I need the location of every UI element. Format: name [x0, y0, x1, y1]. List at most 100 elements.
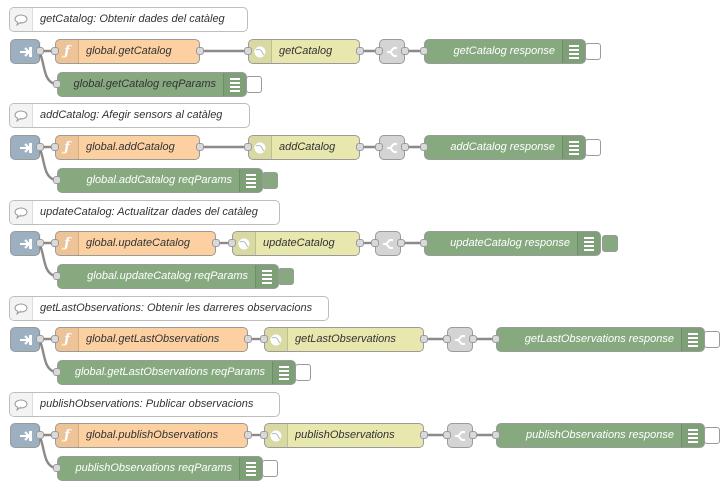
http-request-node[interactable]: getCatalog [244, 39, 364, 64]
function-node[interactable]: ƒ global.publishObservations [51, 423, 252, 448]
http-in-node[interactable] [10, 423, 44, 448]
node-label: addCatalog response [450, 141, 555, 153]
input-port[interactable] [420, 47, 428, 55]
input-port[interactable] [375, 143, 383, 151]
debug-toggle[interactable] [585, 139, 601, 156]
comment-node[interactable]: addCatalog: Afegir sensors al catàleg [9, 103, 250, 128]
switch-node[interactable] [443, 327, 477, 352]
debug-node[interactable]: getCatalog response [420, 39, 601, 64]
input-port[interactable] [53, 80, 61, 88]
globe-icon [233, 232, 256, 255]
comment-node[interactable]: getCatalog: Obtenir dades del catàleg [9, 7, 248, 32]
http-in-node[interactable] [10, 135, 44, 160]
output-port[interactable] [469, 431, 477, 439]
input-port[interactable] [260, 335, 268, 343]
function-node[interactable]: ƒ global.getCatalog [51, 39, 204, 64]
list-lines-icon [562, 136, 585, 159]
output-port[interactable] [196, 143, 204, 151]
function-node[interactable]: ƒ global.updateCatalog [51, 231, 220, 256]
http-request-node[interactable]: updateCatalog [228, 231, 364, 256]
switch-node[interactable] [375, 135, 409, 160]
debug-node[interactable]: global.getCatalog reqParams [53, 72, 262, 97]
input-port[interactable] [53, 176, 61, 184]
globe-icon [265, 328, 288, 351]
switch-node[interactable] [371, 231, 405, 256]
output-port[interactable] [212, 239, 220, 247]
debug-toggle[interactable] [295, 364, 311, 381]
input-port[interactable] [228, 239, 236, 247]
input-port[interactable] [420, 143, 428, 151]
debug-toggle[interactable] [704, 427, 720, 444]
output-port[interactable] [356, 239, 364, 247]
function-node[interactable]: ƒ global.addCatalog [51, 135, 204, 160]
globe-icon [265, 424, 288, 447]
speech-bubble-icon [10, 104, 33, 127]
http-request-node[interactable]: addCatalog [244, 135, 364, 160]
input-port[interactable] [51, 335, 59, 343]
output-port[interactable] [244, 335, 252, 343]
output-port[interactable] [356, 47, 364, 55]
debug-node[interactable]: global.updateCatalog reqParams [53, 264, 294, 289]
output-port[interactable] [469, 335, 477, 343]
debug-node[interactable]: updateCatalog response [420, 231, 618, 256]
output-port[interactable] [420, 335, 428, 343]
input-port[interactable] [244, 47, 252, 55]
http-request-node[interactable]: publishObservations [260, 423, 428, 448]
http-in-node[interactable] [10, 231, 44, 256]
input-port[interactable] [260, 431, 268, 439]
http-request-node[interactable]: getLastObservations [260, 327, 428, 352]
input-port[interactable] [51, 239, 59, 247]
input-port[interactable] [53, 368, 61, 376]
http-in-node[interactable] [10, 39, 44, 64]
input-port[interactable] [51, 143, 59, 151]
output-port[interactable] [356, 143, 364, 151]
comment-label: updateCatalog: Actualitzar dades del cat… [40, 206, 258, 218]
comment-node[interactable]: updateCatalog: Actualitzar dades del cat… [9, 200, 280, 225]
input-port[interactable] [244, 143, 252, 151]
output-port[interactable] [401, 143, 409, 151]
input-port[interactable] [371, 239, 379, 247]
debug-node[interactable]: global.addCatalog reqParams [53, 168, 278, 193]
debug-toggle[interactable] [278, 268, 294, 285]
input-port[interactable] [492, 335, 500, 343]
debug-node[interactable]: getLastObservations response [492, 327, 720, 352]
debug-toggle[interactable] [602, 235, 618, 252]
output-port[interactable] [36, 431, 44, 439]
output-port[interactable] [36, 335, 44, 343]
output-port[interactable] [36, 143, 44, 151]
comment-node[interactable]: getLastObservations: Obtenir les darrere… [9, 296, 329, 321]
output-port[interactable] [397, 239, 405, 247]
debug-node[interactable]: publishObservations reqParams [53, 456, 278, 481]
debug-node[interactable]: global.getLastObservations reqParams [53, 360, 311, 385]
debug-node[interactable]: addCatalog response [420, 135, 601, 160]
output-port[interactable] [196, 47, 204, 55]
output-port[interactable] [244, 431, 252, 439]
input-port[interactable] [375, 47, 383, 55]
input-port[interactable] [420, 239, 428, 247]
input-port[interactable] [51, 47, 59, 55]
input-port[interactable] [51, 431, 59, 439]
input-port[interactable] [443, 335, 451, 343]
input-port[interactable] [53, 464, 61, 472]
comment-node[interactable]: publishObservations: Publicar observacio… [9, 392, 280, 417]
debug-toggle[interactable] [585, 43, 601, 60]
switch-node[interactable] [443, 423, 477, 448]
node-label: global.publishObservations [86, 429, 219, 441]
debug-toggle[interactable] [262, 460, 278, 477]
debug-toggle[interactable] [246, 76, 262, 93]
debug-toggle[interactable] [704, 331, 720, 348]
input-port[interactable] [443, 431, 451, 439]
switch-node[interactable] [375, 39, 409, 64]
speech-bubble-icon [10, 8, 33, 31]
input-port[interactable] [53, 272, 61, 280]
input-port[interactable] [492, 431, 500, 439]
output-port[interactable] [36, 239, 44, 247]
output-port[interactable] [36, 47, 44, 55]
debug-node[interactable]: publishObservations response [492, 423, 720, 448]
output-port[interactable] [420, 431, 428, 439]
http-in-node[interactable] [10, 327, 44, 352]
debug-toggle[interactable] [262, 172, 278, 189]
output-port[interactable] [401, 47, 409, 55]
function-node[interactable]: ƒ global.getLastObservations [51, 327, 252, 352]
